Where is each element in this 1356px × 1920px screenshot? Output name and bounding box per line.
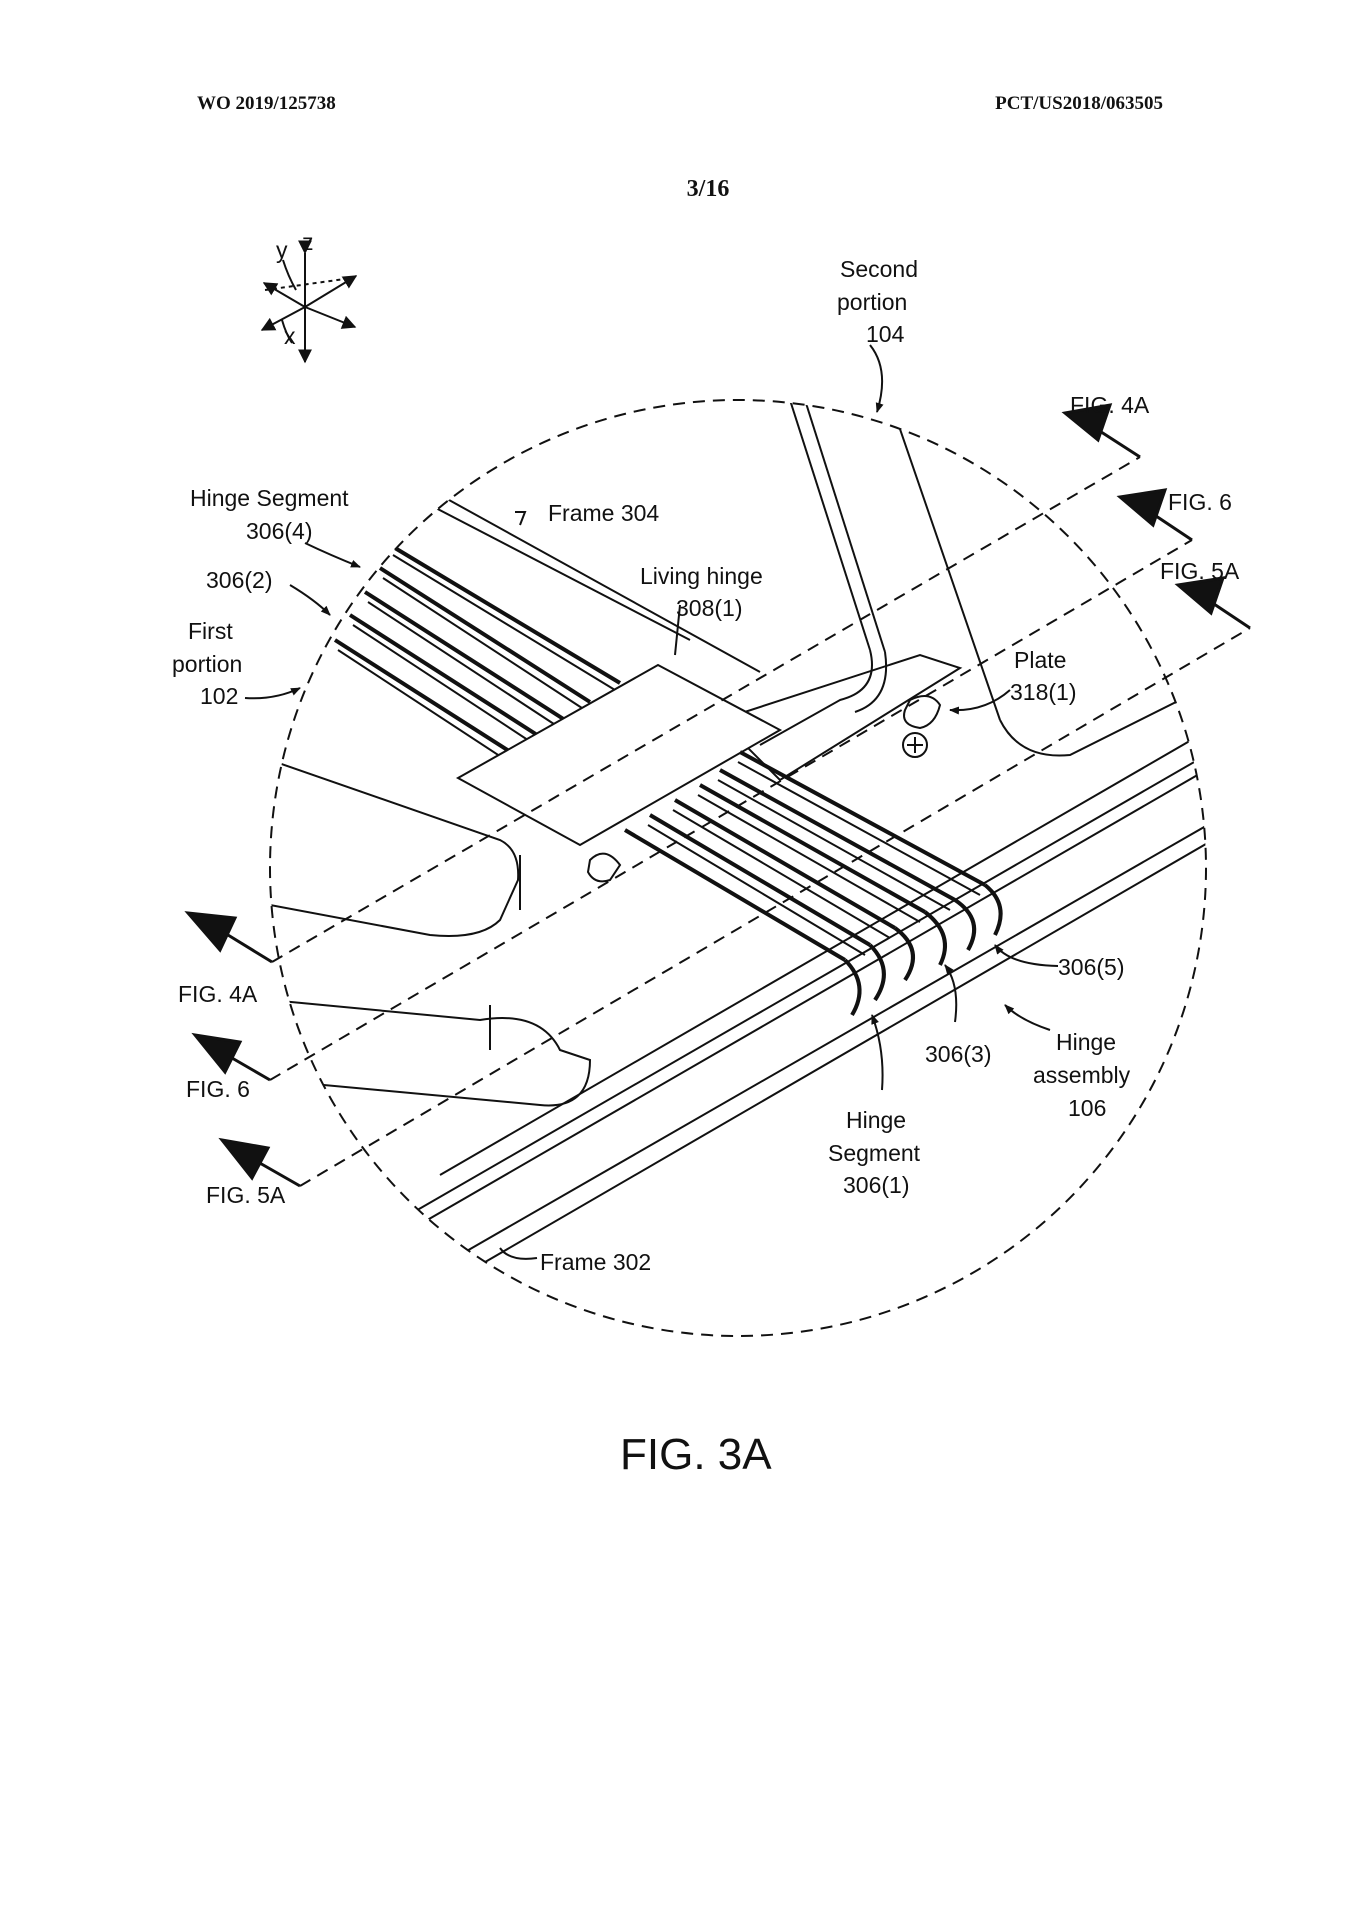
device-geometry xyxy=(270,400,1206,1266)
fig-4a-left-label: FIG. 4A xyxy=(178,981,258,1007)
second-portion-line2: portion xyxy=(837,289,907,315)
plate-ref: 318(1) xyxy=(1010,679,1076,705)
figure-title: FIG. 3A xyxy=(620,1430,772,1479)
hinge-segment-1-ref: 306(1) xyxy=(843,1172,909,1198)
hinge-segment-1-line2: Segment xyxy=(828,1140,921,1166)
application-number: PCT/US2018/063505 xyxy=(995,93,1163,114)
living-hinge-line1: Living hinge xyxy=(640,563,763,589)
hinge-assembly-ref: 106 xyxy=(1068,1095,1106,1121)
axis-y-label: y xyxy=(276,237,288,263)
hinge-assembly-line2: assembly xyxy=(1033,1062,1131,1088)
fig-6-right-label: FIG. 6 xyxy=(1168,489,1232,515)
segment-306-5-label: 306(5) xyxy=(1058,954,1124,980)
leader-lines xyxy=(244,344,1059,1260)
fig-5a-left-label: FIG. 5A xyxy=(206,1182,286,1208)
frame-304-label: Frame 304 xyxy=(548,500,659,526)
section-lines xyxy=(269,456,1251,1187)
publication-number: WO 2019/125738 xyxy=(197,93,336,114)
first-portion-line1: First xyxy=(188,618,233,644)
segment-306-2-label: 306(2) xyxy=(206,567,272,593)
hinge-segment-4-line1: Hinge Segment xyxy=(190,485,349,511)
hinge-assembly-line1: Hinge xyxy=(1056,1029,1116,1055)
axis-x-label: x xyxy=(284,323,296,349)
segment-306-3-label: 306(3) xyxy=(925,1041,991,1067)
fig-5a-right-label: FIG. 5A xyxy=(1160,558,1240,584)
section-arrows xyxy=(184,403,1251,1188)
second-portion-ref: 104 xyxy=(866,321,905,347)
plate-line1: Plate xyxy=(1014,647,1066,673)
living-hinge-ref: 308(1) xyxy=(676,595,742,621)
first-portion-line2: portion xyxy=(172,651,242,677)
first-portion-ref: 102 xyxy=(200,683,238,709)
sheet-number: 3/16 xyxy=(686,176,730,202)
fig-6-left-label: FIG. 6 xyxy=(186,1076,250,1102)
hinge-segment-4-ref: 306(4) xyxy=(246,518,312,544)
hinge-segment-1-line1: Hinge xyxy=(846,1107,906,1133)
second-portion-line1: Second xyxy=(840,256,918,282)
fig-4a-right-label: FIG. 4A xyxy=(1070,392,1150,418)
frame-302-label: Frame 302 xyxy=(540,1249,651,1275)
section-marker-labels: FIG. 4A FIG. 6 FIG. 5A FIG. 4A FIG. 6 FI… xyxy=(178,392,1240,1208)
labels: Second portion 104 Hinge Segment 306(4) … xyxy=(172,256,1131,1275)
axis-z-label: z xyxy=(302,229,314,255)
detail-circle xyxy=(269,399,1207,1337)
axis-indicator xyxy=(260,240,358,364)
